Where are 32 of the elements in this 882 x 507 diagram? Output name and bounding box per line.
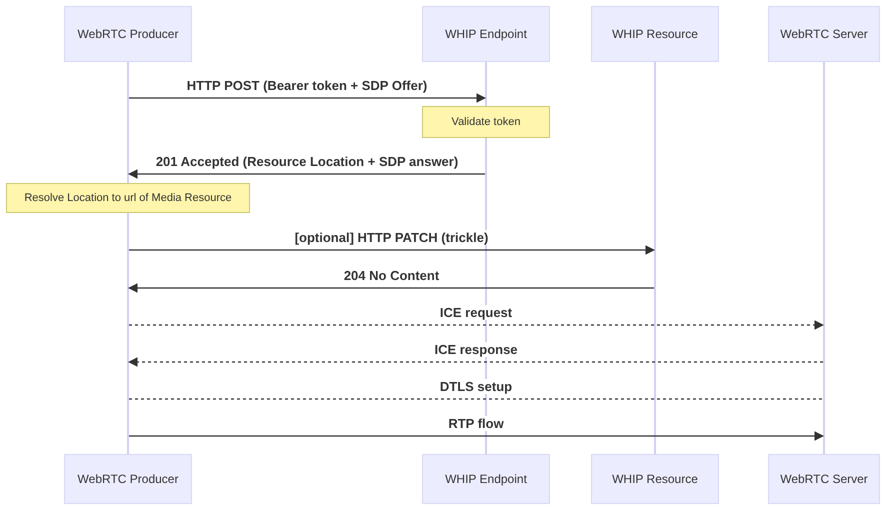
participant-box <box>591 6 719 62</box>
note-box <box>422 106 550 138</box>
participant-label: WHIP Endpoint <box>445 27 527 41</box>
lifeline <box>485 62 487 106</box>
lifeline <box>823 62 825 454</box>
message-arrow <box>128 357 823 367</box>
message-arrow <box>129 320 824 330</box>
participant-box <box>64 454 192 504</box>
participant-box <box>768 6 880 62</box>
message-arrow <box>128 283 654 293</box>
lifeline <box>127 62 129 183</box>
lifeline <box>654 62 656 454</box>
participant-box <box>422 454 550 504</box>
message-arrow <box>129 431 824 441</box>
participant-box <box>768 454 880 504</box>
note-text: Validate token <box>452 116 520 128</box>
participant-box <box>64 6 192 62</box>
message-arrow <box>129 245 655 255</box>
message-arrow <box>128 169 485 179</box>
participant-label: WHIP Resource <box>612 27 698 41</box>
participant-label: WebRTC Server <box>780 472 868 486</box>
participant-box <box>591 454 719 504</box>
participant-label: WebRTC Server <box>780 27 868 41</box>
message-arrow <box>129 93 486 103</box>
note-text: Resolve Location to url of Media Resource <box>24 192 232 204</box>
lifeline <box>127 213 129 454</box>
participant-label: WHIP Resource <box>612 472 698 486</box>
participant-label: WebRTC Producer <box>78 27 178 41</box>
participant-label: WebRTC Producer <box>78 472 178 486</box>
participant-box <box>422 6 550 62</box>
participant-label: WHIP Endpoint <box>445 472 527 486</box>
note-box <box>6 183 250 213</box>
